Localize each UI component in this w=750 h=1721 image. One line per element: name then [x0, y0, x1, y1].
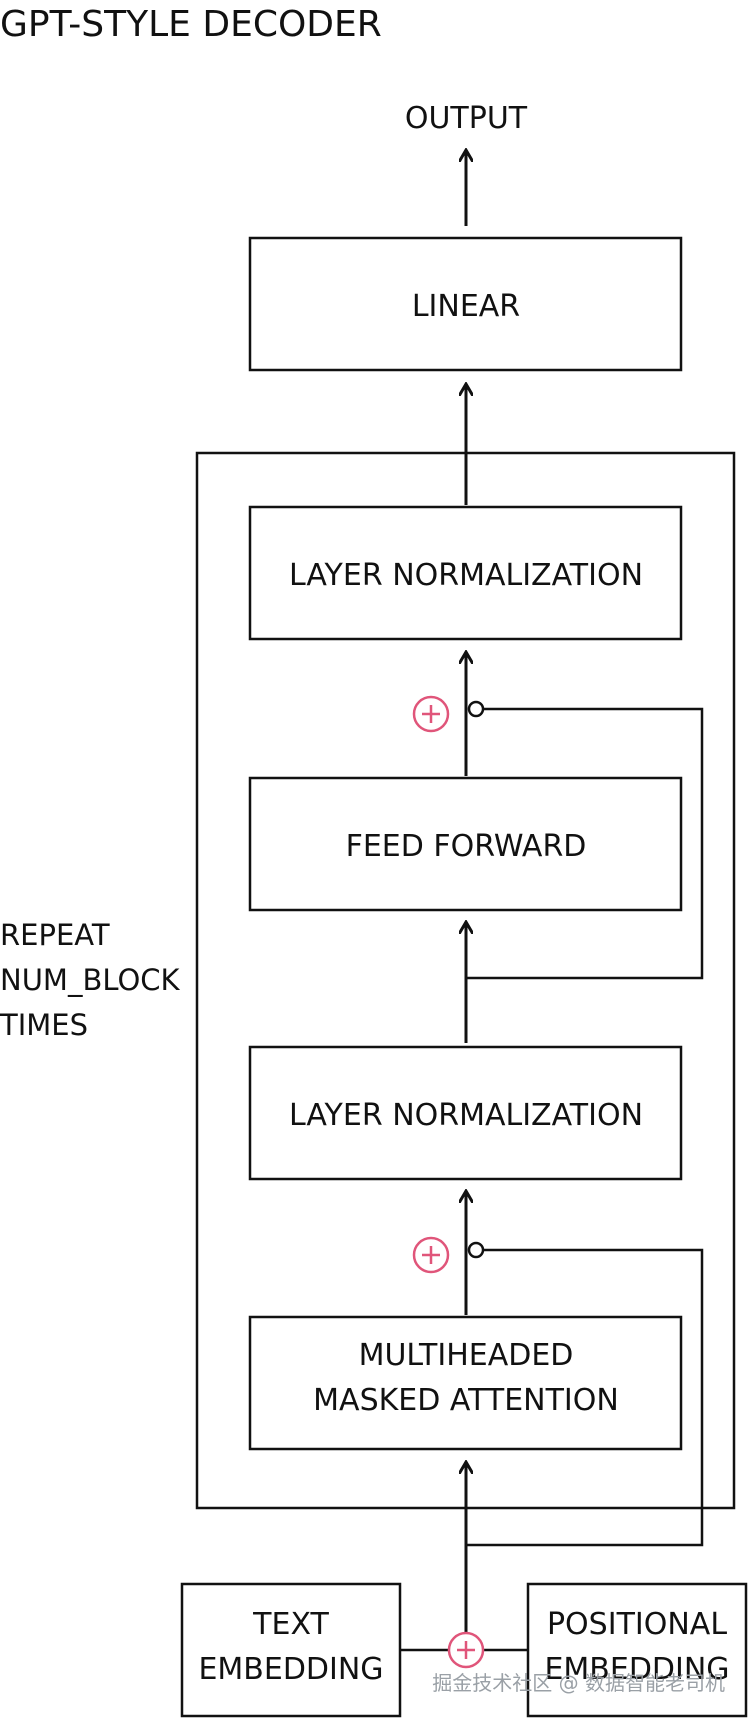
attention-label-line-1: MULTIHEADED	[359, 1338, 574, 1373]
plus-icon	[412, 695, 450, 733]
layer-norm-top-label: LAYER NORMALIZATION	[289, 558, 643, 593]
text-embedding-box	[180, 1582, 402, 1718]
feed-forward-box	[248, 776, 683, 912]
positional-embedding-label-line-1: POSITIONAL	[547, 1607, 727, 1642]
repeat-label-line-1: REPEAT	[0, 918, 110, 952]
layer-norm-bottom-box	[248, 1045, 683, 1181]
text-embedding-label-line-1: TEXT	[252, 1607, 329, 1642]
repeat-label-line-2: NUM_BLOCK	[0, 963, 181, 997]
residual-junction-bottom	[467, 1241, 485, 1259]
layer-norm-bottom-label: LAYER NORMALIZATION	[289, 1098, 643, 1133]
watermark: 掘金技术社区 @ 数据智能老司机	[432, 1671, 725, 1695]
output-label: OUTPUT	[405, 101, 528, 136]
repeat-label-line-3: TIMES	[0, 1008, 88, 1042]
plus-icon	[412, 1236, 450, 1274]
feed-forward-label: FEED FORWARD	[346, 829, 587, 864]
residual-connection-top	[466, 707, 704, 980]
linear-box	[248, 236, 683, 372]
residual-junction-top	[467, 700, 485, 718]
layer-norm-top-box	[248, 505, 683, 641]
diagram-title: GPT-STYLE DECODER	[0, 4, 382, 45]
attention-label-line-2: MASKED ATTENTION	[313, 1383, 619, 1418]
positional-embedding-box	[526, 1582, 748, 1718]
residual-connection-bottom	[466, 1248, 704, 1547]
positional-embedding-label-line-2: EMBEDDING	[544, 1652, 729, 1687]
attention-box	[248, 1315, 683, 1451]
text-embedding-label-line-2: EMBEDDING	[198, 1652, 383, 1687]
linear-label: LINEAR	[412, 289, 520, 324]
